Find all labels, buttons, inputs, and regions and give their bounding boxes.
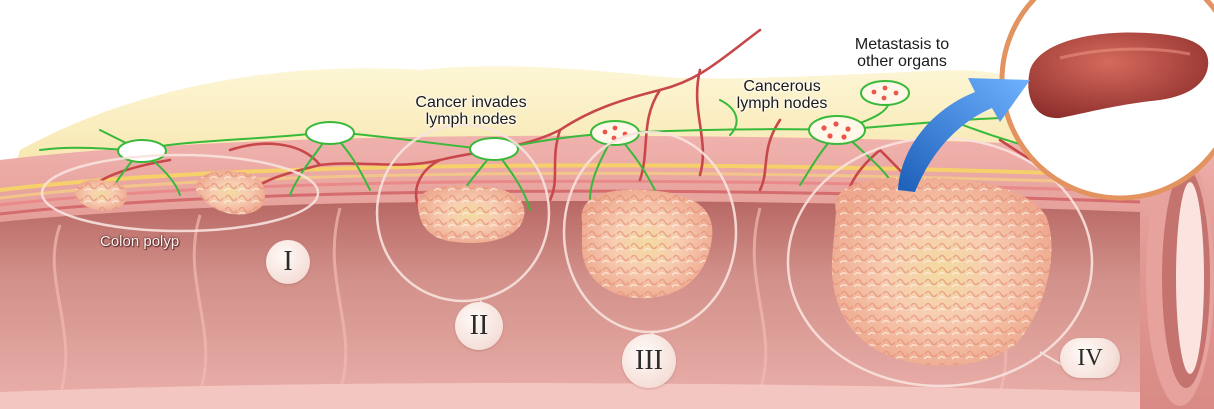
stage-iii-badge: III — [622, 334, 676, 388]
tumor-stage-ii — [418, 186, 525, 243]
lymph-node-healthy — [306, 122, 354, 144]
stage-iv-badge: IV — [1060, 338, 1120, 378]
cancer-invades-label: Cancer invades lymph nodes — [376, 94, 566, 128]
lymph-node-cancerous — [861, 81, 909, 105]
lymph-node-cancerous — [809, 116, 865, 144]
cancerous-lymph-nodes-label: Cancerous lymph nodes — [702, 78, 862, 112]
metastasis-label: Metastasis to other organs — [812, 36, 992, 70]
stage-i-badge: I — [266, 240, 310, 284]
stage-ii-badge: II — [455, 302, 503, 350]
tumor-stage-iv — [832, 178, 1052, 366]
colon-polyp-label: Colon polyp — [100, 233, 179, 250]
